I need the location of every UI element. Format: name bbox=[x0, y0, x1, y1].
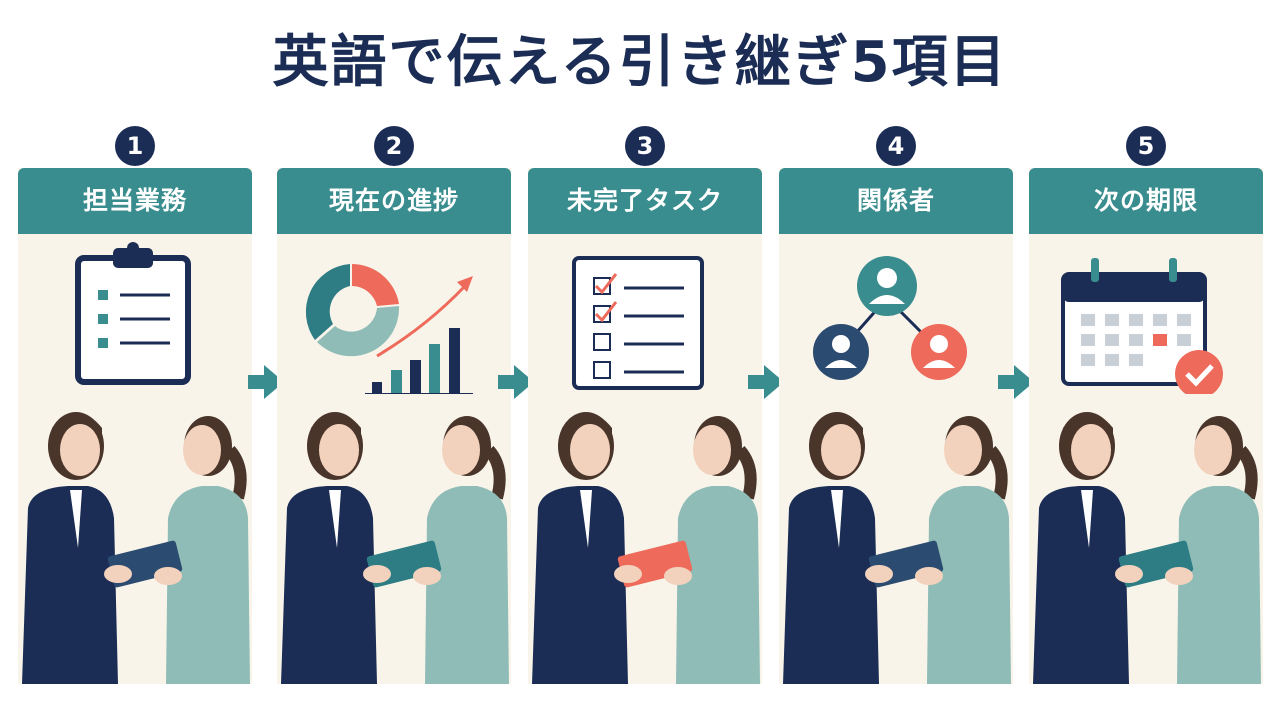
step-panel-3: 未完了タスク bbox=[528, 168, 762, 684]
arrow-right-icon bbox=[998, 365, 1034, 399]
step-panel-2: 現在の進捗 bbox=[277, 168, 511, 684]
step-3: 3 未完了タスク bbox=[528, 118, 762, 690]
progress-chart-icon bbox=[305, 264, 473, 394]
arrow-right-icon bbox=[748, 365, 784, 399]
handover-illustration bbox=[22, 412, 250, 684]
handover-illustration bbox=[783, 412, 1011, 684]
calendar-icon bbox=[1061, 258, 1223, 394]
step-label-5: 次の期限 bbox=[1029, 168, 1263, 234]
step-number-3: 3 bbox=[625, 126, 665, 166]
arrow-right-icon bbox=[498, 365, 534, 399]
people-network-icon bbox=[813, 256, 967, 380]
page-title: 英語で伝える引き継ぎ5項目 bbox=[272, 30, 1008, 95]
handover-illustration bbox=[1033, 412, 1261, 684]
step-number-4: 4 bbox=[876, 126, 916, 166]
step-2: 2 現在の進捗 bbox=[277, 118, 511, 690]
step-panel-1: 担当業務 bbox=[18, 168, 252, 684]
clipboard-icon bbox=[75, 242, 191, 385]
step-label-2: 現在の進捗 bbox=[277, 168, 511, 234]
handover-illustration bbox=[281, 412, 509, 684]
checklist-icon bbox=[572, 256, 704, 390]
step-number-1: 1 bbox=[115, 126, 155, 166]
handover-illustration bbox=[532, 412, 760, 684]
step-4: 4 関係者 bbox=[779, 118, 1013, 690]
step-label-4: 関係者 bbox=[779, 168, 1013, 234]
step-label-1: 担当業務 bbox=[18, 168, 252, 234]
arrow-right-icon bbox=[248, 365, 284, 399]
step-panel-5: 次の期限 bbox=[1029, 168, 1263, 684]
step-1: 1 担当業務 bbox=[18, 118, 252, 690]
step-panel-4: 関係者 bbox=[779, 168, 1013, 684]
step-number-5: 5 bbox=[1126, 126, 1166, 166]
step-5: 5 次の期限 bbox=[1029, 118, 1263, 690]
step-label-3: 未完了タスク bbox=[528, 168, 762, 234]
step-number-2: 2 bbox=[374, 126, 414, 166]
